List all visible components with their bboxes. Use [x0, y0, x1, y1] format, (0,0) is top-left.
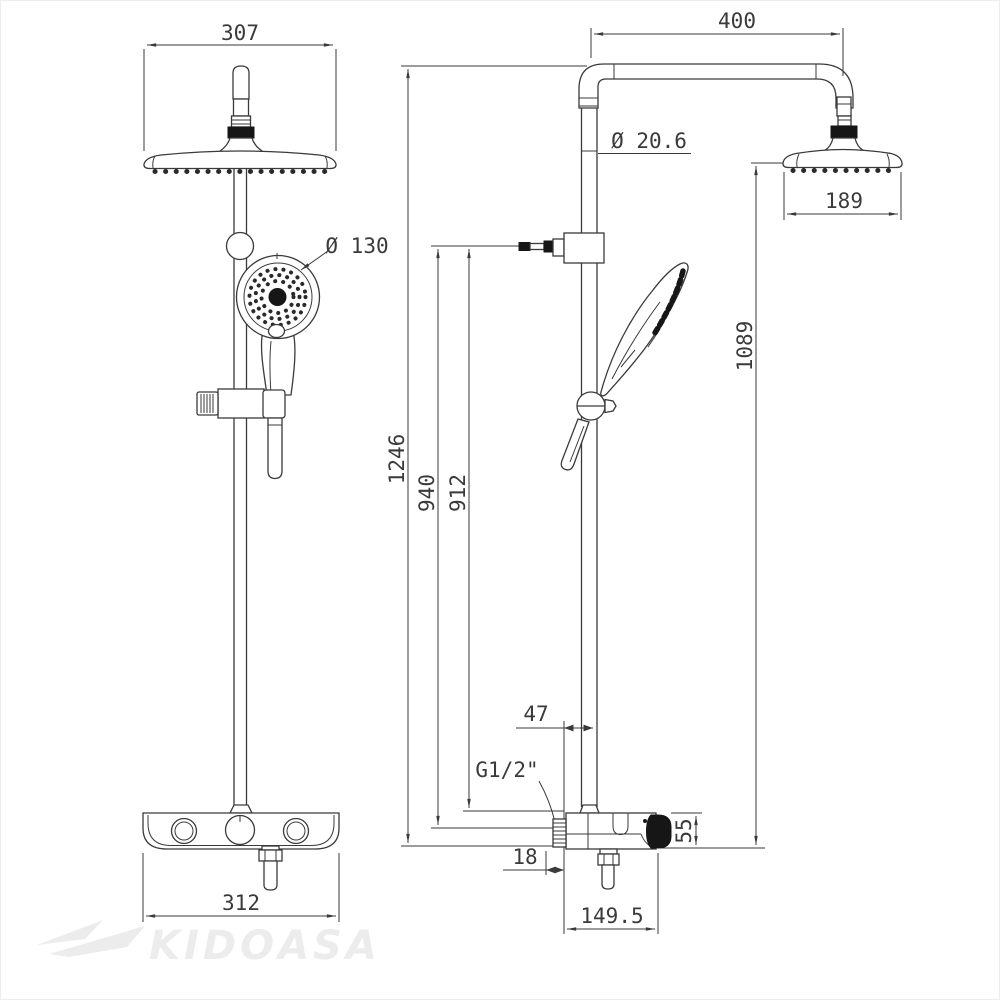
dim-text-1089: 1089 — [733, 321, 757, 372]
dim-head-width-side: 189 — [783, 172, 902, 220]
rail-bracket-side — [431, 232, 605, 264]
dim-text-1246: 1246 — [385, 434, 409, 485]
holder-bracket-front — [196, 388, 286, 480]
dim-text-20-6: Ø 20.6 — [611, 129, 687, 153]
outlet-side — [597, 848, 620, 890]
dim-column-height: 940 — [415, 248, 559, 829]
shower-arm-side — [578, 63, 854, 109]
dim-column-to-base: 912 — [446, 248, 564, 812]
hand-shower-front — [235, 253, 321, 396]
center-knob — [224, 814, 256, 846]
dim-pipe-diameter: Ø 20.6 — [598, 129, 691, 154]
dim-head-width-front: 307 — [143, 21, 337, 151]
dim-text-130: Ø 130 — [325, 234, 388, 258]
dim-text-400: 400 — [718, 9, 756, 33]
dim-base-width-front: 312 — [142, 853, 340, 922]
hose-side — [560, 418, 590, 471]
dim-text-312: 312 — [222, 891, 260, 915]
side-view: 400 Ø 20.6 189 — [385, 9, 903, 934]
dim-text-g12: G1/2" — [475, 758, 538, 782]
dim-text-47: 47 — [523, 702, 548, 726]
dim-text-307: 307 — [221, 21, 259, 45]
dim-base-height: 55 — [671, 812, 702, 845]
dim-text-149-5: 149.5 — [580, 904, 643, 928]
wall-inlet-side — [552, 818, 567, 848]
dim-hand-shower-diameter: Ø 130 — [300, 234, 389, 271]
hand-shower-side — [560, 262, 689, 471]
shower-column-side — [580, 101, 598, 807]
dim-head-to-base: 1089 — [657, 162, 783, 849]
slider-knob-front — [225, 231, 255, 261]
outlet-front — [258, 845, 283, 891]
front-view: 307 Ø 130 — [142, 21, 389, 922]
hand-shower-hose-front — [267, 417, 283, 480]
label-inlet-thread: G1/2" — [475, 758, 556, 823]
rain-shower-head-front — [143, 65, 337, 174]
dim-text-189: 189 — [825, 189, 863, 213]
mixer-base-side — [552, 804, 672, 890]
base-side-knob — [645, 814, 672, 849]
watermark-logo: KIDOASA — [37, 920, 381, 969]
dim-base-depth: 149.5 — [567, 853, 659, 934]
dim-inlet-offset: 18 — [503, 845, 564, 875]
shower-column-front — [233, 167, 248, 806]
dim-arm-length: 400 — [590, 9, 844, 76]
dim-text-55: 55 — [672, 818, 696, 843]
dim-text-18: 18 — [512, 845, 537, 869]
mixer-base-front — [142, 804, 340, 891]
dim-total-height: 1246 — [385, 65, 587, 847]
bracket-body — [563, 232, 605, 264]
rain-shower-head-side — [782, 96, 903, 173]
watermark-brand-text: KIDOASA — [149, 923, 381, 969]
dim-text-940: 940 — [415, 474, 439, 512]
dim-text-912: 912 — [446, 474, 470, 512]
bracket-nub — [552, 238, 565, 257]
